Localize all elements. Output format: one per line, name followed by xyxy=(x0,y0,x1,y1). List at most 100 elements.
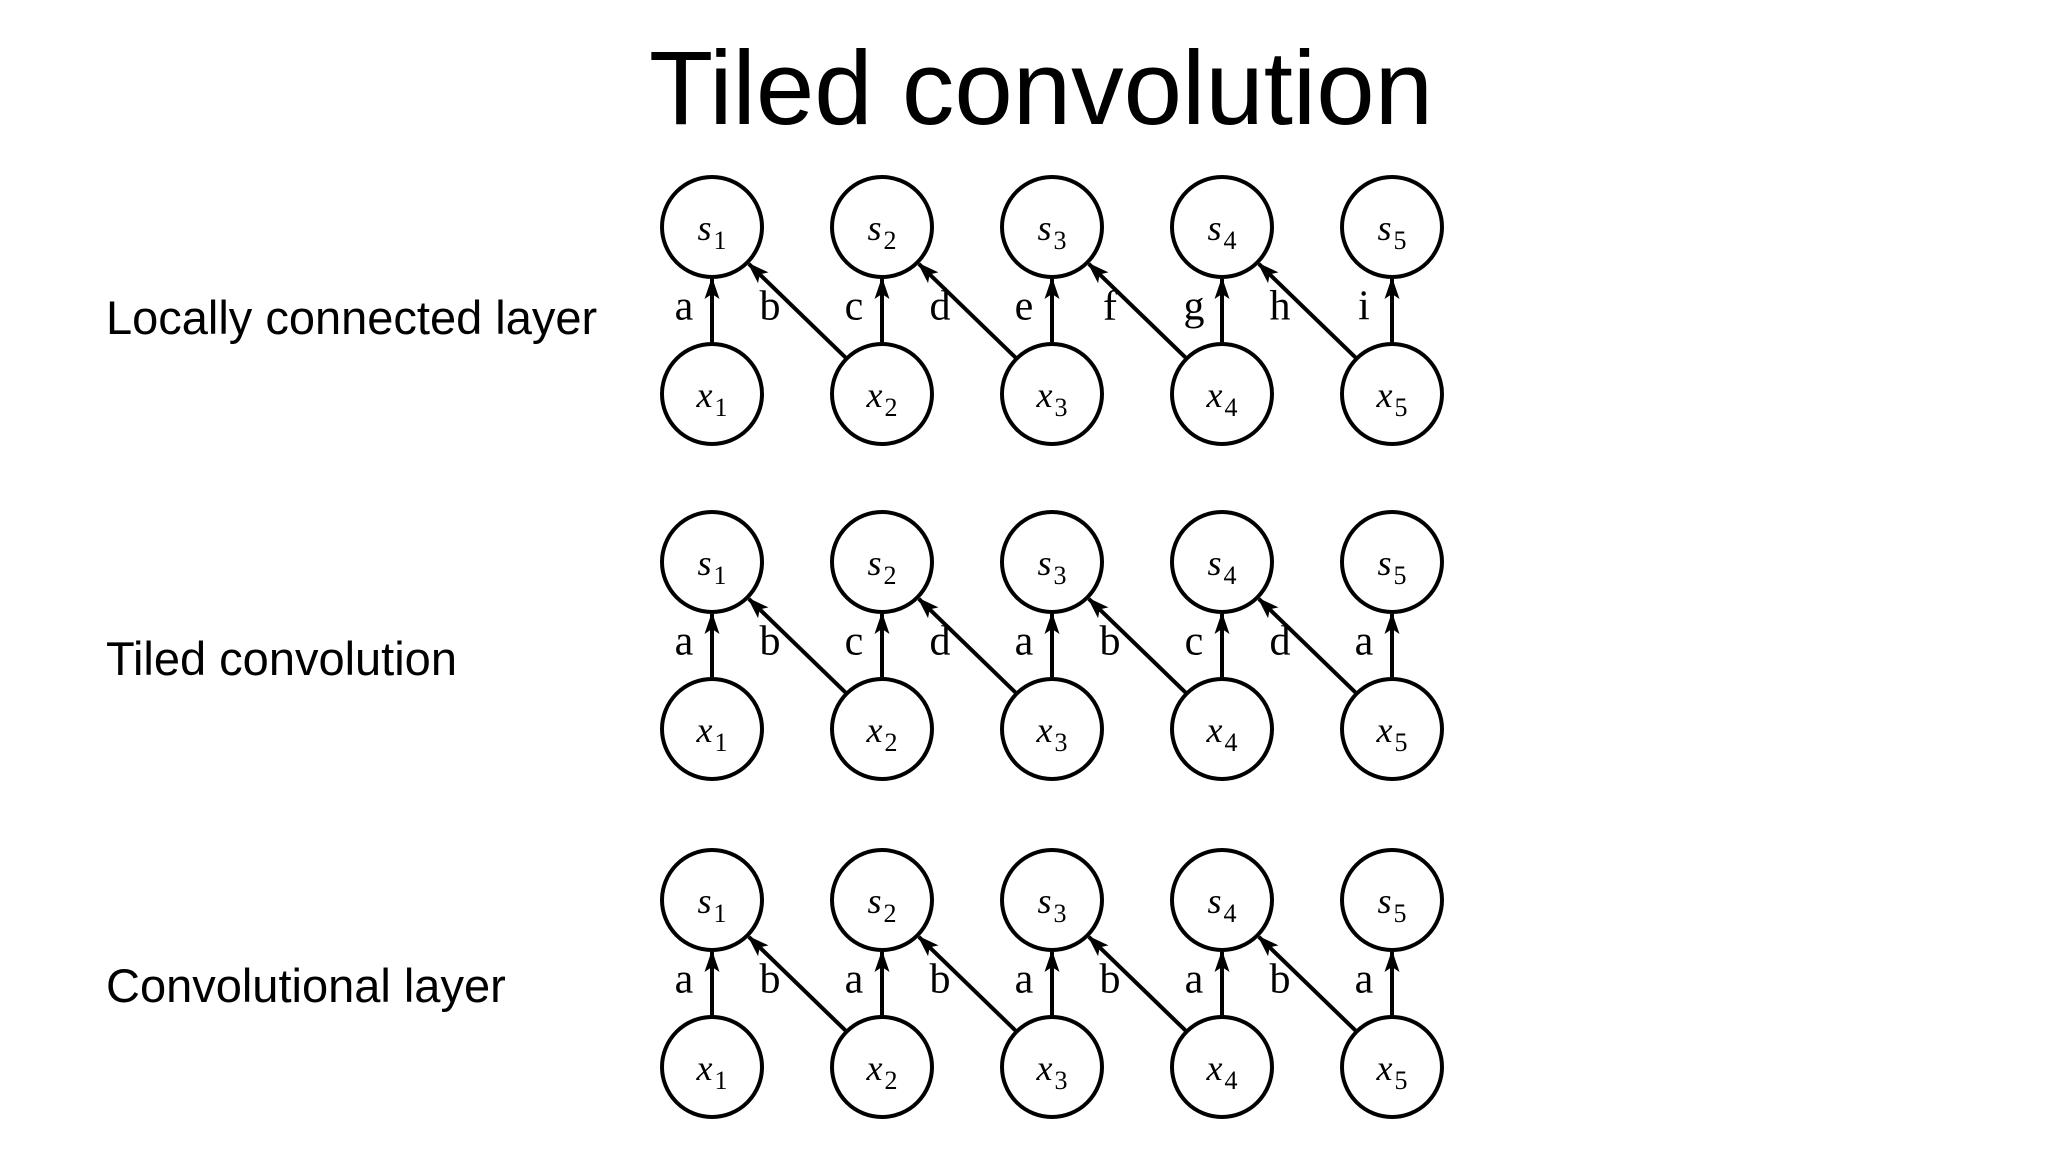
row0-edge-x4-s4-weight-label: g xyxy=(1184,284,1205,330)
row1-edge-x3-s2-weight-label: d xyxy=(930,619,951,665)
row1-node-x1 xyxy=(660,677,764,781)
row0-node-label-x1-subscript: 1 xyxy=(714,393,727,422)
row1-node-label-s5: s5 xyxy=(1377,543,1406,590)
row1-node-s3 xyxy=(1000,510,1104,614)
slide-title: Tiled convolution xyxy=(648,30,1434,147)
row0-node-label-x1-base: x xyxy=(696,375,713,415)
row2-edge-x3-s2 xyxy=(917,935,1018,1034)
row0-edge-x1-s1-weight-label: a xyxy=(675,284,694,330)
row2-edge-x4-s4-weight-label: a xyxy=(1185,957,1204,1003)
row2-node-label-s2: s2 xyxy=(867,881,896,928)
row2-node-label-s1: s1 xyxy=(697,881,726,928)
row1-node-x5 xyxy=(1340,677,1444,781)
row1-node-label-s4-subscript: 4 xyxy=(1224,561,1237,590)
row0-edge-x3-s3-weight-label: e xyxy=(1015,284,1034,330)
row2-edge-x2-s1-weight-label: b xyxy=(760,957,781,1003)
row0-node-s5 xyxy=(1340,175,1444,279)
row0-node-label-s1: s1 xyxy=(697,208,726,255)
row2-node-s4 xyxy=(1170,848,1274,952)
row2-node-x1 xyxy=(660,1015,764,1119)
row1-edge-x4-s4-weight-label: c xyxy=(1185,619,1204,665)
row1-edge-x2-s1-weight-label: b xyxy=(760,619,781,665)
row0-node-label-s2: s2 xyxy=(867,208,896,255)
row1-node-label-x5: x5 xyxy=(1376,710,1408,757)
row1-node-label-s5-subscript: 5 xyxy=(1394,561,1407,590)
row0-node-s4 xyxy=(1170,175,1274,279)
row1-node-label-s3-base: s xyxy=(1037,543,1051,583)
row0-edge-x5-s4 xyxy=(1257,262,1358,361)
row1-node-label-s3-subscript: 3 xyxy=(1054,561,1067,590)
row0-node-label-s3: s3 xyxy=(1037,208,1066,255)
row2-node-label-s5: s5 xyxy=(1377,881,1406,928)
row1-node-label-x1-base: x xyxy=(696,710,713,750)
row0-node-x4 xyxy=(1170,342,1274,446)
row1-node-label-x4-subscript: 4 xyxy=(1224,728,1237,757)
row2-node-s5 xyxy=(1340,848,1444,952)
row0-node-label-s2-subscript: 2 xyxy=(884,226,897,255)
row2-node-label-x2-subscript: 2 xyxy=(884,1066,897,1095)
row2-edge-x4-s3-weight-label: b xyxy=(1100,957,1121,1003)
row1-edge-x3-s2 xyxy=(917,597,1018,696)
row-label-convolutional: Convolutional layer xyxy=(106,959,506,1012)
row0-node-label-x2-base: x xyxy=(866,375,883,415)
row2-node-x4 xyxy=(1170,1015,1274,1119)
row0-node-label-s1-base: s xyxy=(697,208,711,248)
row0-node-label-x3-subscript: 3 xyxy=(1054,393,1067,422)
row2-node-label-s4-subscript: 4 xyxy=(1224,899,1237,928)
row0-node-label-x5: x5 xyxy=(1376,375,1408,422)
row2-node-x2 xyxy=(830,1015,934,1119)
row2-node-label-x3-subscript: 3 xyxy=(1054,1066,1067,1095)
row0-node-x3 xyxy=(1000,342,1104,446)
row1-node-label-x2-base: x xyxy=(866,710,883,750)
row1-edge-x5-s5-weight-label: a xyxy=(1355,619,1374,665)
row2-node-label-s4-base: s xyxy=(1207,881,1221,921)
row2-edge-x4-s3 xyxy=(1087,935,1188,1034)
row1-node-label-x2: x2 xyxy=(866,710,898,757)
row2-node-label-x1: x1 xyxy=(696,1048,728,1095)
row2-edge-x5-s4-weight-label: b xyxy=(1270,957,1291,1003)
row2-node-x3 xyxy=(1000,1015,1104,1119)
row2-node-s3 xyxy=(1000,848,1104,952)
row0-node-label-x4-subscript: 4 xyxy=(1224,393,1237,422)
row2-node-label-s5-subscript: 5 xyxy=(1394,899,1407,928)
row0-node-s2 xyxy=(830,175,934,279)
row0-node-label-s2-base: s xyxy=(867,208,881,248)
row2-node-label-s2-base: s xyxy=(867,881,881,921)
row1-node-label-s4: s4 xyxy=(1207,543,1236,590)
row0-node-label-s4: s4 xyxy=(1207,208,1236,255)
row0-node-label-x3: x3 xyxy=(1036,375,1068,422)
row2-node-label-x1-subscript: 1 xyxy=(714,1066,727,1095)
row0-node-label-x4: x4 xyxy=(1206,375,1238,422)
row2-node-label-x4: x4 xyxy=(1206,1048,1238,1095)
row1-node-label-x4-base: x xyxy=(1206,710,1223,750)
row2-node-s2 xyxy=(830,848,934,952)
row2-node-label-x4-base: x xyxy=(1206,1048,1223,1088)
row1-edge-x5-s4-weight-label: d xyxy=(1270,619,1291,665)
row1-node-s4 xyxy=(1170,510,1274,614)
row1-node-label-x3-base: x xyxy=(1036,710,1053,750)
row2-node-label-x2: x2 xyxy=(866,1048,898,1095)
row1-node-label-s5-base: s xyxy=(1377,543,1391,583)
row2-node-label-x4-subscript: 4 xyxy=(1224,1066,1237,1095)
row0-node-label-s5-subscript: 5 xyxy=(1394,226,1407,255)
row1-edge-x2-s2-weight-label: c xyxy=(845,619,864,665)
row1-edge-x1-s1-weight-label: a xyxy=(675,619,694,665)
row0-node-label-x2: x2 xyxy=(866,375,898,422)
row0-node-label-s4-base: s xyxy=(1207,208,1221,248)
row2-node-label-x1-base: x xyxy=(696,1048,713,1088)
row2-edge-x5-s4 xyxy=(1257,935,1358,1034)
row2-node-label-s4: s4 xyxy=(1207,881,1236,928)
row1-node-label-x3-subscript: 3 xyxy=(1054,728,1067,757)
row2-node-label-s3-subscript: 3 xyxy=(1054,899,1067,928)
row0-node-s1 xyxy=(660,175,764,279)
row1-node-label-s1: s1 xyxy=(697,543,726,590)
row2-node-label-x3-base: x xyxy=(1036,1048,1053,1088)
row2-node-label-s2-subscript: 2 xyxy=(884,899,897,928)
row1-node-label-s2-subscript: 2 xyxy=(884,561,897,590)
row0-node-label-x5-base: x xyxy=(1376,375,1393,415)
row0-edge-x2-s1 xyxy=(747,262,848,361)
row2-node-label-x5-base: x xyxy=(1376,1048,1393,1088)
row2-edge-x5-s5-weight-label: a xyxy=(1355,957,1374,1003)
row0-edge-x4-s3 xyxy=(1087,262,1188,361)
